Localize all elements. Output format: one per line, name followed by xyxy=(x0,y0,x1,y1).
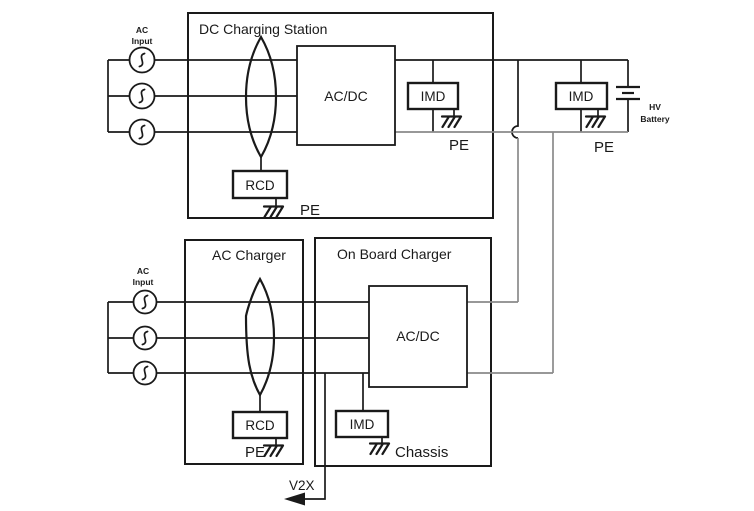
imd-station-label: IMD xyxy=(421,89,446,104)
ac-charger-title: AC Charger xyxy=(212,247,286,263)
imd-vehicle-label: IMD xyxy=(569,89,594,104)
ac-sources-bottom xyxy=(132,289,158,386)
rcd-station-label: RCD xyxy=(245,178,274,193)
imd-station-box xyxy=(406,81,460,111)
ground-icon-rcd-station xyxy=(262,205,285,219)
dc-charging-station-box xyxy=(187,12,494,219)
ac-source-icon xyxy=(132,360,158,386)
ac-input-bottom-label-1: AC xyxy=(137,266,149,276)
rcd-station-box xyxy=(231,169,289,200)
acdc-obc-label: AC/DC xyxy=(396,328,440,344)
ground-icon-imd-vehicle xyxy=(584,115,607,129)
on-board-charger-box xyxy=(314,237,492,467)
acdc-converter-obc-box xyxy=(368,285,468,388)
ground-icon-rcd-charger xyxy=(262,444,285,458)
ac-input-top-label-2: Input xyxy=(132,36,153,46)
rcd-charger-label: RCD xyxy=(245,418,274,433)
pe-label-charger: PE xyxy=(245,444,265,461)
v2x-label: V2X xyxy=(289,478,315,493)
imd-obc-label: IMD xyxy=(350,417,375,432)
ground-icon-imd-obc xyxy=(368,442,391,456)
ac-input-top-label-1: AC xyxy=(136,25,148,35)
chassis-label: Chassis xyxy=(395,444,448,461)
ac-input-bottom-label-2: Input xyxy=(133,277,154,287)
wire-v2x xyxy=(304,373,326,500)
ac-sources-top xyxy=(128,46,156,146)
hv-battery-label-1: HV xyxy=(649,102,661,112)
ac-source-icon xyxy=(128,118,156,146)
imd-obc-box xyxy=(334,409,390,439)
ac-source-icon xyxy=(128,82,156,110)
hv-battery-label-2: Battery xyxy=(640,114,670,124)
dc-station-title: DC Charging Station xyxy=(199,21,327,37)
acdc-converter-station-box xyxy=(296,45,396,146)
wire-rcd-station-pins xyxy=(260,157,277,206)
isolation-coupler-icon-bottom xyxy=(244,276,276,398)
ac-charger-box xyxy=(184,239,304,465)
wires-pe-gray xyxy=(395,131,628,374)
pe-label-station-imd: PE xyxy=(449,137,469,154)
v2x-arrowhead-icon xyxy=(284,492,305,506)
battery-icon xyxy=(616,85,640,101)
imd-vehicle-box xyxy=(554,81,609,111)
acdc-station-label: AC/DC xyxy=(324,88,368,104)
pe-label-vehicle: PE xyxy=(594,139,614,156)
pe-label-station-rcd: PE xyxy=(300,202,320,219)
rcd-charger-box xyxy=(231,410,289,440)
isolation-coupler-icon-top xyxy=(244,34,278,160)
ground-icon-imd-station xyxy=(440,115,463,129)
ac-source-icon xyxy=(128,46,156,74)
ac-source-icon xyxy=(132,325,158,351)
obc-title: On Board Charger xyxy=(337,246,452,262)
ac-source-icon xyxy=(132,289,158,315)
wire-dc-drop-upper xyxy=(511,60,519,139)
